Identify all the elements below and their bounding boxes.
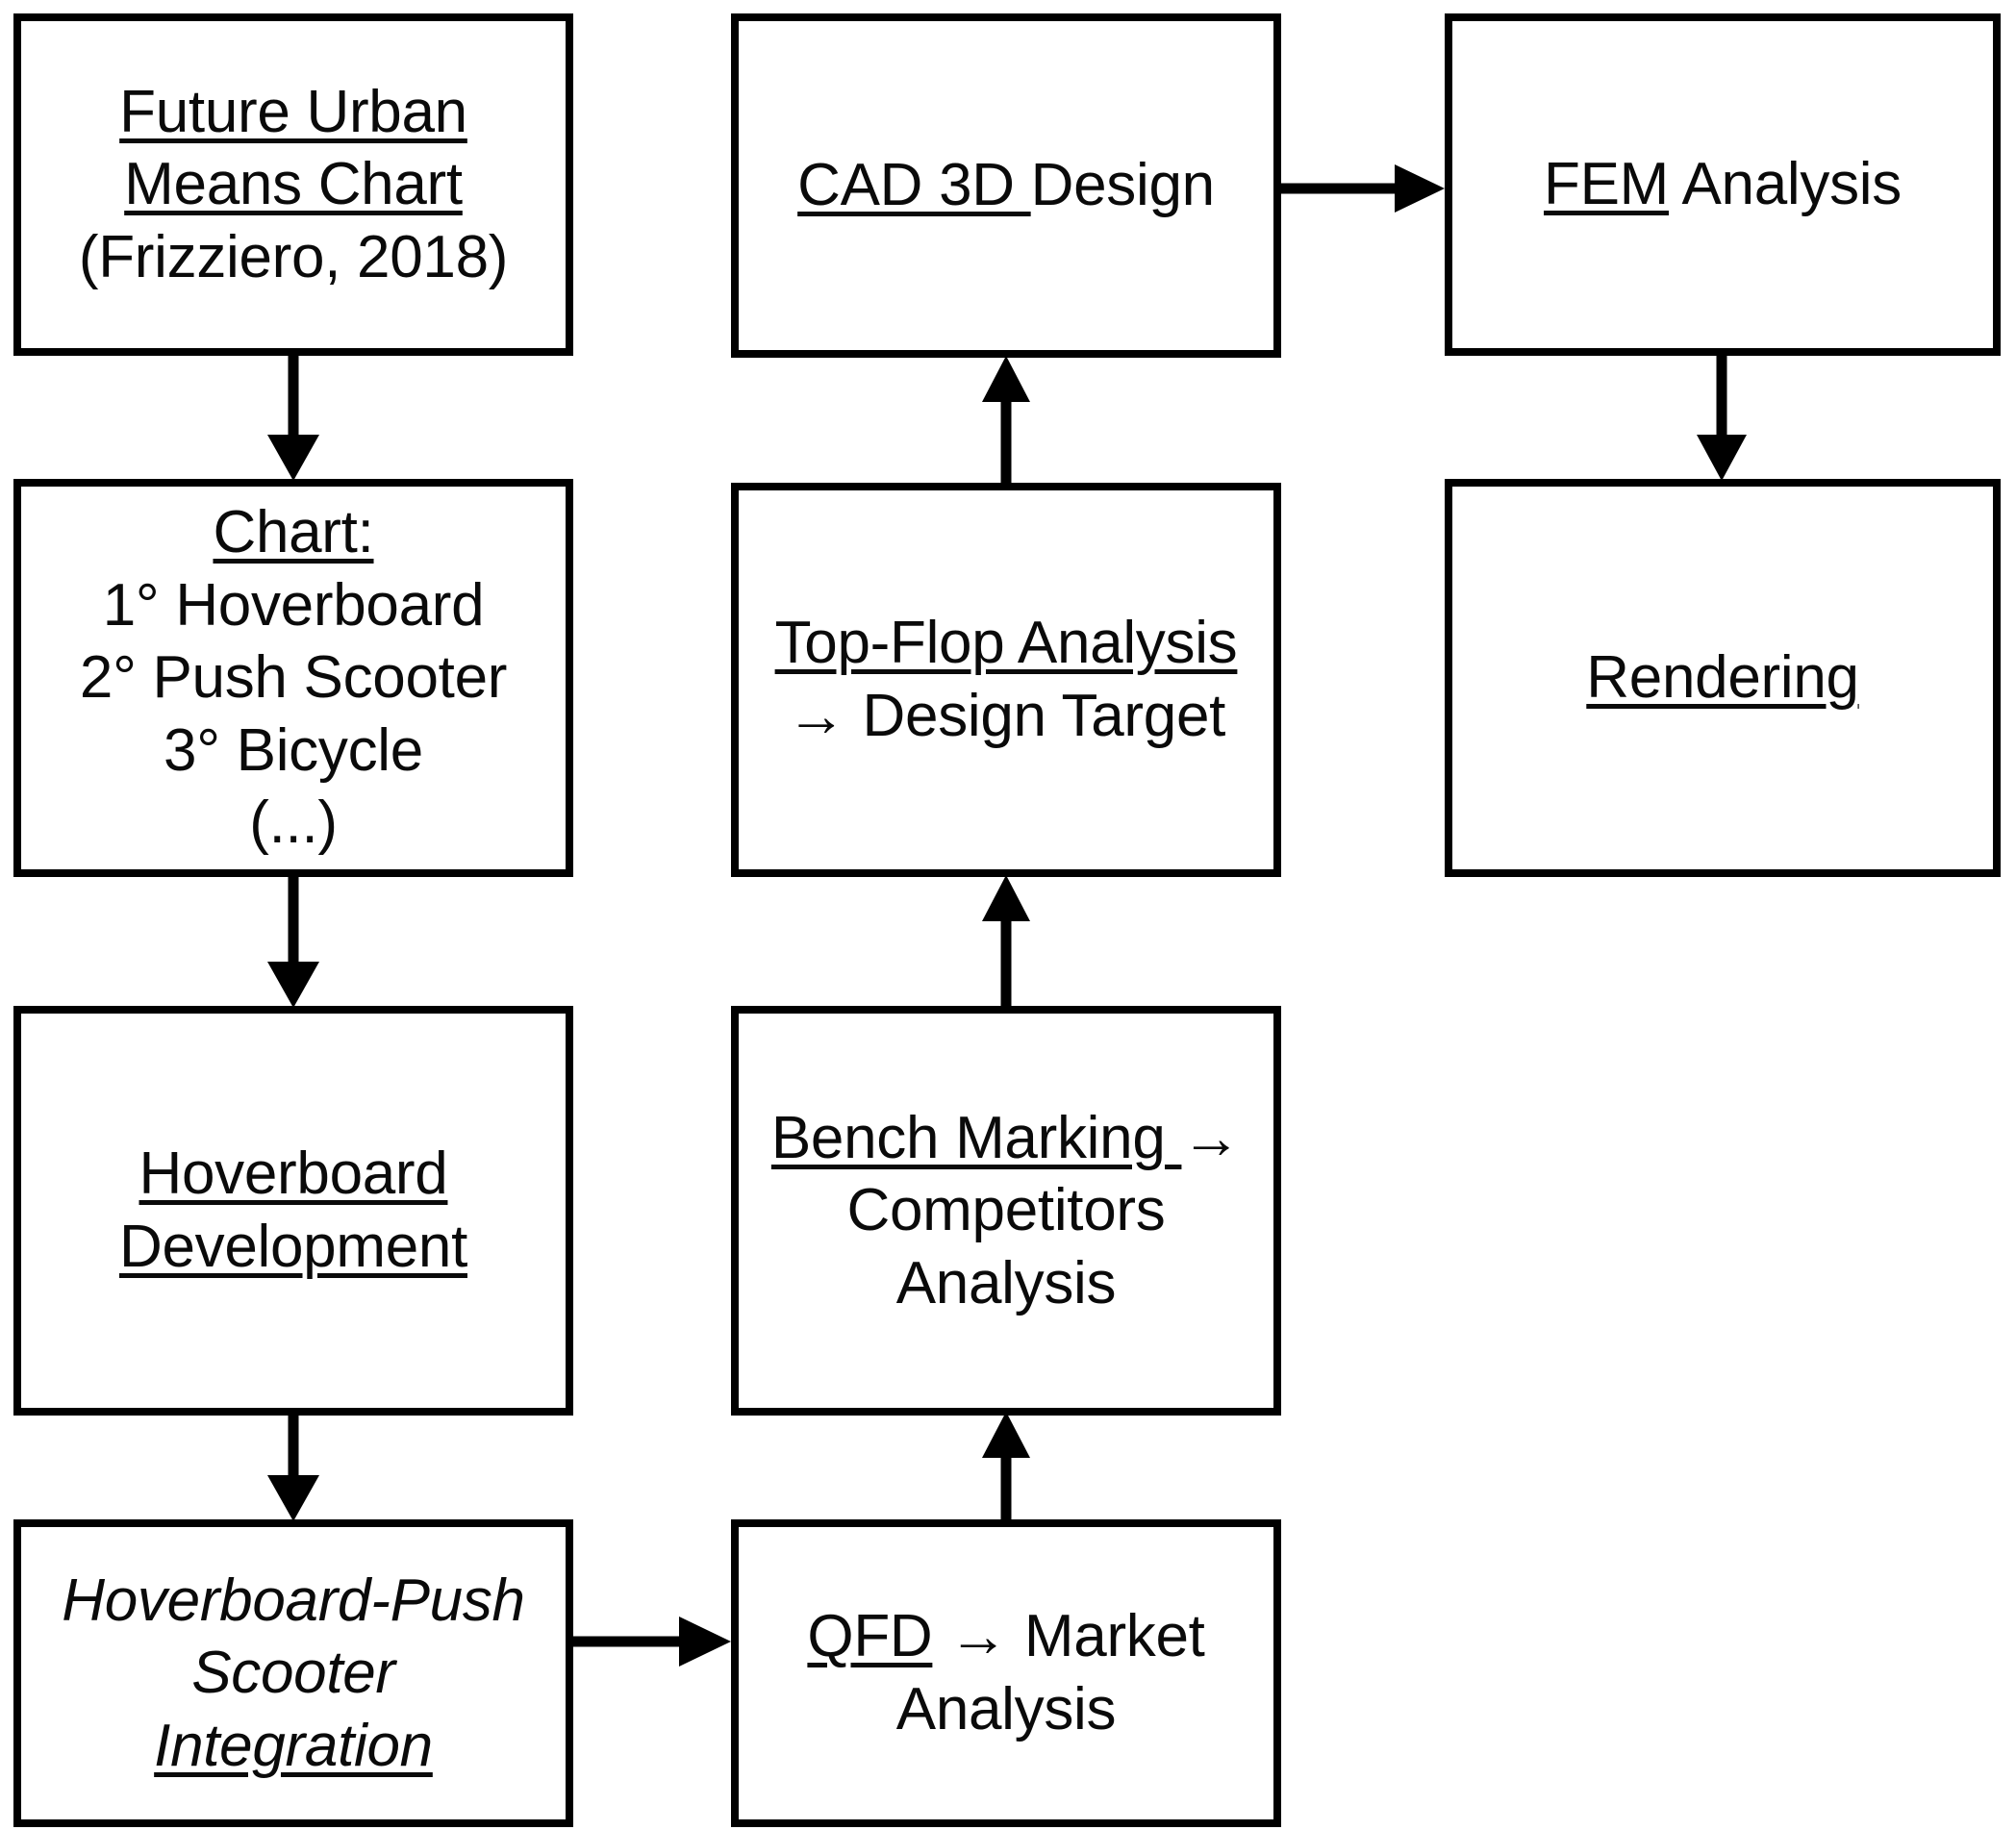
node-line-segment: Analysis (895, 1676, 1117, 1742)
node-line: 1° Hoverboard (80, 569, 507, 642)
node-line: QFD → Market (807, 1600, 1205, 1673)
connector-benchmarking-to-topflop (982, 875, 1030, 1006)
node-line: (...) (80, 787, 507, 860)
node-line-segment: Bench Marking (770, 1104, 1182, 1171)
node-line: Competitors (771, 1174, 1241, 1247)
node-line: → Design Target (775, 680, 1238, 753)
node-rendering[interactable]: Rendering (1445, 479, 2001, 877)
node-top-flop-analysis[interactable]: Top-Flop Analysis→ Design Target (731, 483, 1281, 877)
connector-topflop-to-cad (982, 356, 1030, 483)
node-line: CAD 3D Design (797, 149, 1215, 222)
node-line-segment: Hoverboard-Push (62, 1567, 525, 1634)
node-line: (Frizziero, 2018) (78, 221, 509, 294)
node-line-segment: 3° Bicycle (164, 716, 423, 784)
node-label-rendering: Rendering (1576, 641, 1868, 714)
node-line: Future Urban (79, 76, 508, 149)
connector-fem-to-rendering (1697, 356, 1747, 481)
node-line: Hoverboard-Push (62, 1565, 525, 1638)
connector-qfd-to-benchmarking (982, 1412, 1030, 1519)
node-line: Means Chart (79, 148, 508, 221)
node-line-segment: (...) (249, 790, 338, 857)
node-line-segment: → Design Target (786, 683, 1226, 749)
node-line-segment: Chart: (213, 498, 374, 565)
node-line: Analysis (771, 1247, 1241, 1320)
connector-chart-to-ranking (267, 356, 319, 481)
node-line-segment: Development (118, 1214, 467, 1280)
node-line-segment: Rendering (1586, 644, 1859, 712)
node-line-segment: Analysis (895, 1249, 1117, 1316)
connector-integration-to-qfd (573, 1617, 731, 1667)
node-line: Development (119, 1211, 467, 1284)
node-cad-3d-design[interactable]: CAD 3D Design (731, 13, 1281, 358)
node-line: Top-Flop Analysis (775, 607, 1238, 680)
connector-ranking-to-development (267, 877, 319, 1008)
node-line-segment: Top-Flop Analysis (774, 610, 1238, 677)
node-line: 3° Bicycle (80, 714, 507, 788)
node-line-segment: FEM (1544, 151, 1669, 218)
node-line-segment: QFD (807, 1603, 933, 1670)
node-line-segment: Integration (154, 1712, 433, 1779)
node-line-segment: Future Urban (119, 78, 467, 145)
node-line-segment: Scooter (191, 1640, 395, 1707)
node-line-suffix: → Market (932, 1603, 1205, 1670)
node-line-segment: CAD 3D (797, 152, 1031, 219)
node-line: Hoverboard (119, 1138, 467, 1211)
node-line: 2° Push Scooter (79, 641, 508, 714)
node-line-segment: Hoverboard (139, 1141, 448, 1208)
node-line-segment: Competitors (846, 1177, 1166, 1244)
node-line-segment: Means Chart (124, 151, 463, 218)
node-line-suffix: → (1181, 1104, 1242, 1171)
node-line: Rendering (1586, 641, 1859, 714)
connector-development-to-integration (267, 1416, 319, 1521)
node-line-segment: (Frizziero, 2018) (78, 223, 509, 290)
connector-cad-to-fem (1281, 164, 1445, 213)
node-line: Integration (62, 1710, 524, 1783)
node-line-suffix: Design (1030, 152, 1216, 219)
node-line: FEM Analysis (1544, 148, 1902, 221)
node-line: Chart: (80, 496, 507, 569)
node-label-fem-analysis: FEM Analysis (1534, 148, 1911, 221)
node-line: Bench Marking → (770, 1102, 1242, 1175)
node-label-top-flop-analysis: Top-Flop Analysis→ Design Target (766, 607, 1247, 752)
node-line: Scooter (62, 1637, 524, 1710)
node-line-segment: 2° Push Scooter (79, 644, 508, 712)
node-fem-analysis[interactable]: FEM Analysis (1445, 13, 2001, 356)
node-line-suffix: Analysis (1669, 151, 1903, 218)
node-line: Analysis (807, 1673, 1204, 1746)
node-label-cad-3d-design: CAD 3D Design (788, 149, 1224, 222)
node-line-segment: 1° Hoverboard (102, 571, 485, 639)
